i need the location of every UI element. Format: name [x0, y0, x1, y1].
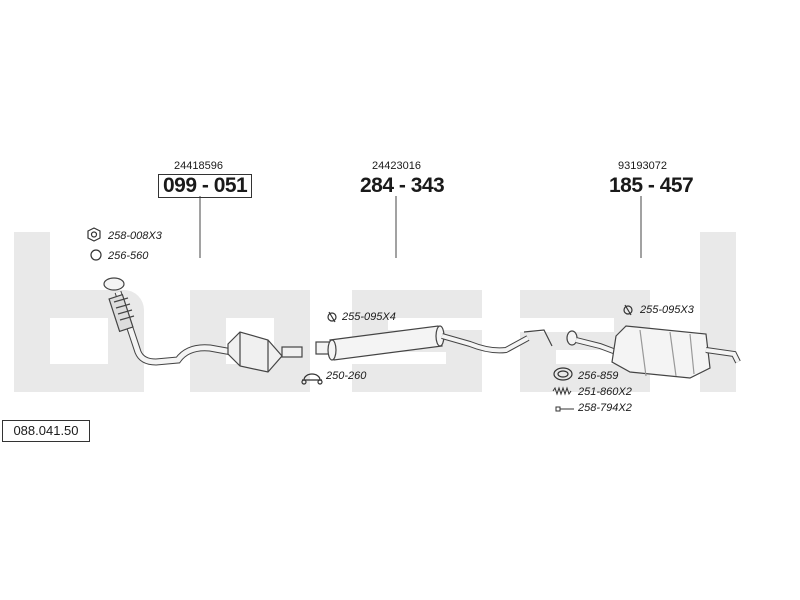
oem-number-front: 24418596 [174, 160, 223, 172]
spring-icon [552, 386, 572, 396]
accessory-label: 250-260 [326, 370, 367, 382]
accessory-label: 255-095X4 [342, 311, 396, 323]
accessory-label: 256-859 [578, 370, 619, 382]
accessory-label: 251-860X2 [578, 386, 632, 398]
clamp-icon [623, 304, 633, 316]
catalytic-converter [227, 331, 303, 373]
rear-silencer [566, 325, 741, 379]
accessory-label: 258-794X2 [578, 402, 632, 414]
front-pipe [103, 277, 233, 366]
ring-gasket-icon [90, 249, 102, 261]
part-number-rear: 185 - 457 [609, 174, 694, 197]
bolt-icon [555, 406, 574, 412]
front-flange [103, 277, 125, 291]
part-number-front: 099 - 051 [158, 174, 253, 198]
flex-section [108, 293, 135, 333]
leader-lines [199, 196, 642, 258]
middle-silencer [315, 325, 553, 361]
accessory-label: 256-560 [108, 250, 149, 262]
watermark-logo [14, 232, 736, 392]
accessory-label: 258-008X3 [108, 230, 162, 242]
part-number-middle: 284 - 343 [360, 174, 445, 197]
clamp-icon [327, 311, 337, 323]
pipe-clamp-icon [301, 373, 323, 385]
seal-ring-icon [553, 367, 573, 381]
nut-icon [87, 227, 101, 242]
accessory-label: 255-095X3 [640, 304, 694, 316]
oem-number-rear: 93193072 [618, 160, 667, 172]
oem-number-middle: 24423016 [372, 160, 421, 172]
reference-number: 088.041.50 [2, 420, 90, 442]
